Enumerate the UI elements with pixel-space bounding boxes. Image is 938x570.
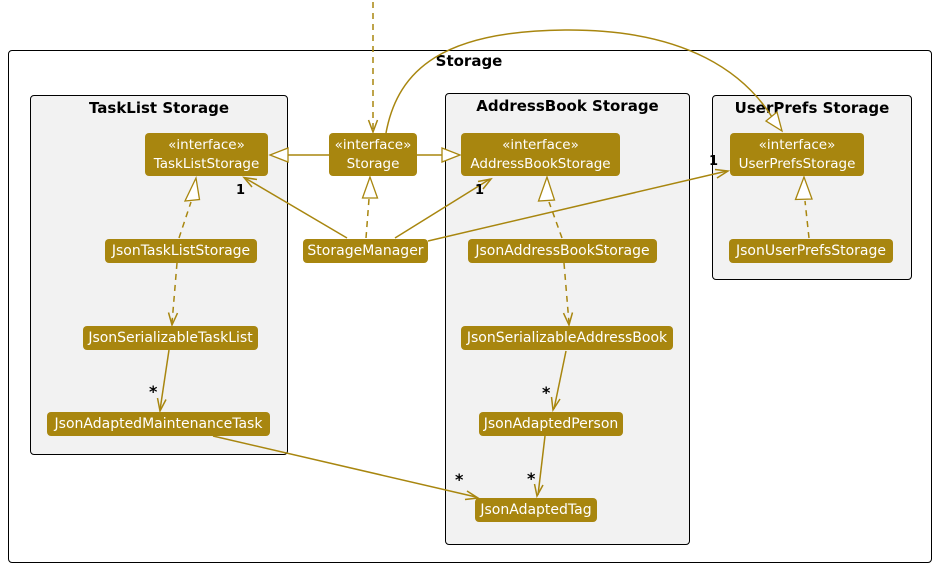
generalization-arrow-storage-to-userprefsstorage: [385, 29, 784, 134]
node-json-serializable-addressbook: JsonSerializableAddressBook: [461, 326, 673, 350]
class-name-label: TaskListStorage: [153, 155, 260, 172]
node-tasklist-storage-interface: «interface» TaskListStorage: [145, 133, 268, 176]
multiplicity-label: 1: [236, 183, 246, 198]
multiplicity-label: *: [149, 382, 158, 401]
association-arrow-jsonserializableaddressbook-to-jsonadaptedperson: [550, 350, 567, 413]
multiplicity-label: *: [455, 470, 464, 489]
node-json-adapted-person: JsonAdaptedPerson: [479, 412, 623, 436]
dependency-arrow-external-to-storage: [367, 2, 379, 135]
realization-arrow-storagemanager-to-storage: [361, 175, 379, 239]
package-title: TaskList Storage: [88, 99, 230, 117]
realization-arrow-jsonaddressbookstorage-to-addressbookstorage: [537, 174, 563, 239]
generalization-arrow-storage-to-addressbookstorage: [417, 147, 462, 163]
frame-title: Storage: [435, 52, 503, 70]
node-json-adapted-maintenance-task: JsonAdaptedMaintenanceTask: [47, 412, 270, 436]
multiplicity-label: *: [527, 469, 536, 488]
association-arrow-jsonserializabletasklist-to-jsonadaptedmaintenancetask: [156, 349, 170, 414]
multiplicity-label: 1: [709, 154, 719, 169]
association-arrow-jsonadaptedmaintenancetask-to-jsonadaptedtag: [212, 435, 481, 501]
class-name-label: UserPrefsStorage: [738, 155, 856, 172]
node-json-userprefs-storage: JsonUserPrefsStorage: [729, 239, 893, 263]
multiplicity-label: 1: [475, 183, 485, 198]
dependency-arrow-jsontaskliststorage-to-jsonserializabletasklist: [167, 262, 179, 328]
association-arrow-storagemanager-to-taskliststorage: [242, 176, 348, 239]
node-json-tasklist-storage: JsonTaskListStorage: [105, 239, 257, 263]
node-storage-interface: «interface» Storage: [329, 133, 417, 176]
node-storage-manager: StorageManager: [303, 239, 428, 263]
generalization-arrow-storage-to-tasykliststorage: [268, 147, 329, 163]
package-title: UserPrefs Storage: [734, 99, 890, 117]
node-json-adapted-tag: JsonAdaptedTag: [475, 498, 597, 522]
association-arrow-storagemanager-to-userprefsstorage: [427, 168, 731, 242]
stereotype-label: «interface»: [168, 136, 245, 153]
dependency-arrow-jsonaddressbookstorage-to-jsonserializableaddressbook: [562, 262, 574, 328]
package-title: AddressBook Storage: [476, 97, 659, 115]
realization-arrow-jsontaskliststorage-to-taskliststorage: [178, 175, 201, 239]
association-arrow-jsonadaptedperson-to-jsonadaptedtag: [533, 435, 546, 499]
class-name-label: Storage: [346, 155, 400, 172]
class-name-label: AddressBookStorage: [470, 155, 611, 172]
node-json-serializable-tasklist: JsonSerializableTaskList: [83, 326, 258, 350]
stereotype-label: «interface»: [502, 136, 579, 153]
association-arrow-storagemanager-to-addressbookstorage: [394, 177, 493, 239]
stereotype-label: «interface»: [758, 136, 836, 153]
node-userprefs-storage-interface: «interface» UserPrefsStorage: [730, 133, 864, 176]
multiplicity-label: *: [542, 383, 551, 402]
stereotype-label: «interface»: [334, 136, 412, 153]
node-addressbook-storage-interface: «interface» AddressBookStorage: [461, 133, 620, 176]
node-json-addressbook-storage: JsonAddressBookStorage: [468, 239, 657, 263]
realization-arrow-jsonuserprefsstorage-to-userprefsstorage: [794, 175, 813, 239]
